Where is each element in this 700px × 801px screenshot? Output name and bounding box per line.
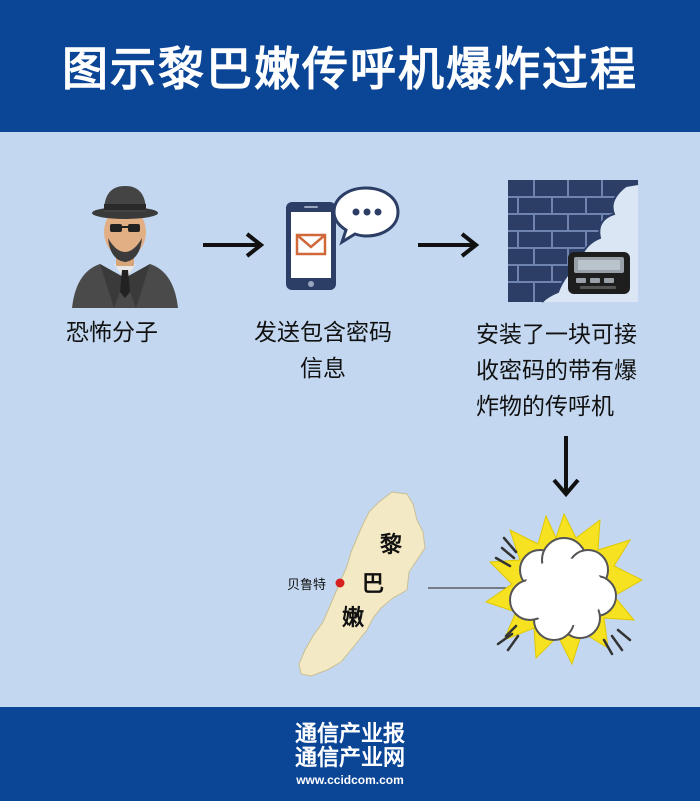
arrow-right-icon (203, 232, 265, 258)
arrow-right-icon (418, 232, 480, 258)
map-label-char: 嫩 (342, 606, 365, 631)
lebanon-map (298, 491, 426, 677)
map-label-char: 巴 (362, 572, 385, 597)
page-title: 图示黎巴嫩传呼机爆炸过程 (62, 42, 638, 96)
map-label-char: 黎 (380, 533, 403, 558)
connector-line (428, 587, 508, 589)
step-label-line: 信息 (300, 356, 346, 382)
phone-message-icon (286, 186, 400, 290)
step-label-line: 安装了一块可接 (476, 322, 637, 348)
step-label-terrorist: 恐怖分子 (66, 320, 158, 346)
step-label-pager: 安装了一块可接 收密码的带有爆 炸物的传呼机 (476, 317, 676, 425)
header-banner: 图示黎巴嫩传呼机爆炸过程 (0, 0, 700, 132)
explosion-icon (484, 512, 644, 666)
footer-brand-line1: 通信产业报 (294, 722, 405, 747)
footer-banner: 通信产业报 通信产业网 www.ccidcom.com (0, 707, 700, 801)
footer-brand-line2: 通信产业网 (294, 746, 405, 771)
city-label: 贝鲁特 (287, 578, 327, 593)
step-label-line: 炸物的传呼机 (476, 394, 614, 420)
step-label-line: 发送包含密码 (254, 320, 392, 346)
step-label-send-message: 发送包含密码 信息 (238, 315, 408, 387)
footer-url: www.ccidcom.com (296, 773, 404, 787)
terrorist-icon (72, 186, 178, 308)
city-dot-icon (335, 578, 345, 588)
pager-wall-icon (508, 180, 639, 303)
arrow-down-icon (552, 436, 580, 498)
step-label-line: 收密码的带有爆 (476, 358, 637, 384)
